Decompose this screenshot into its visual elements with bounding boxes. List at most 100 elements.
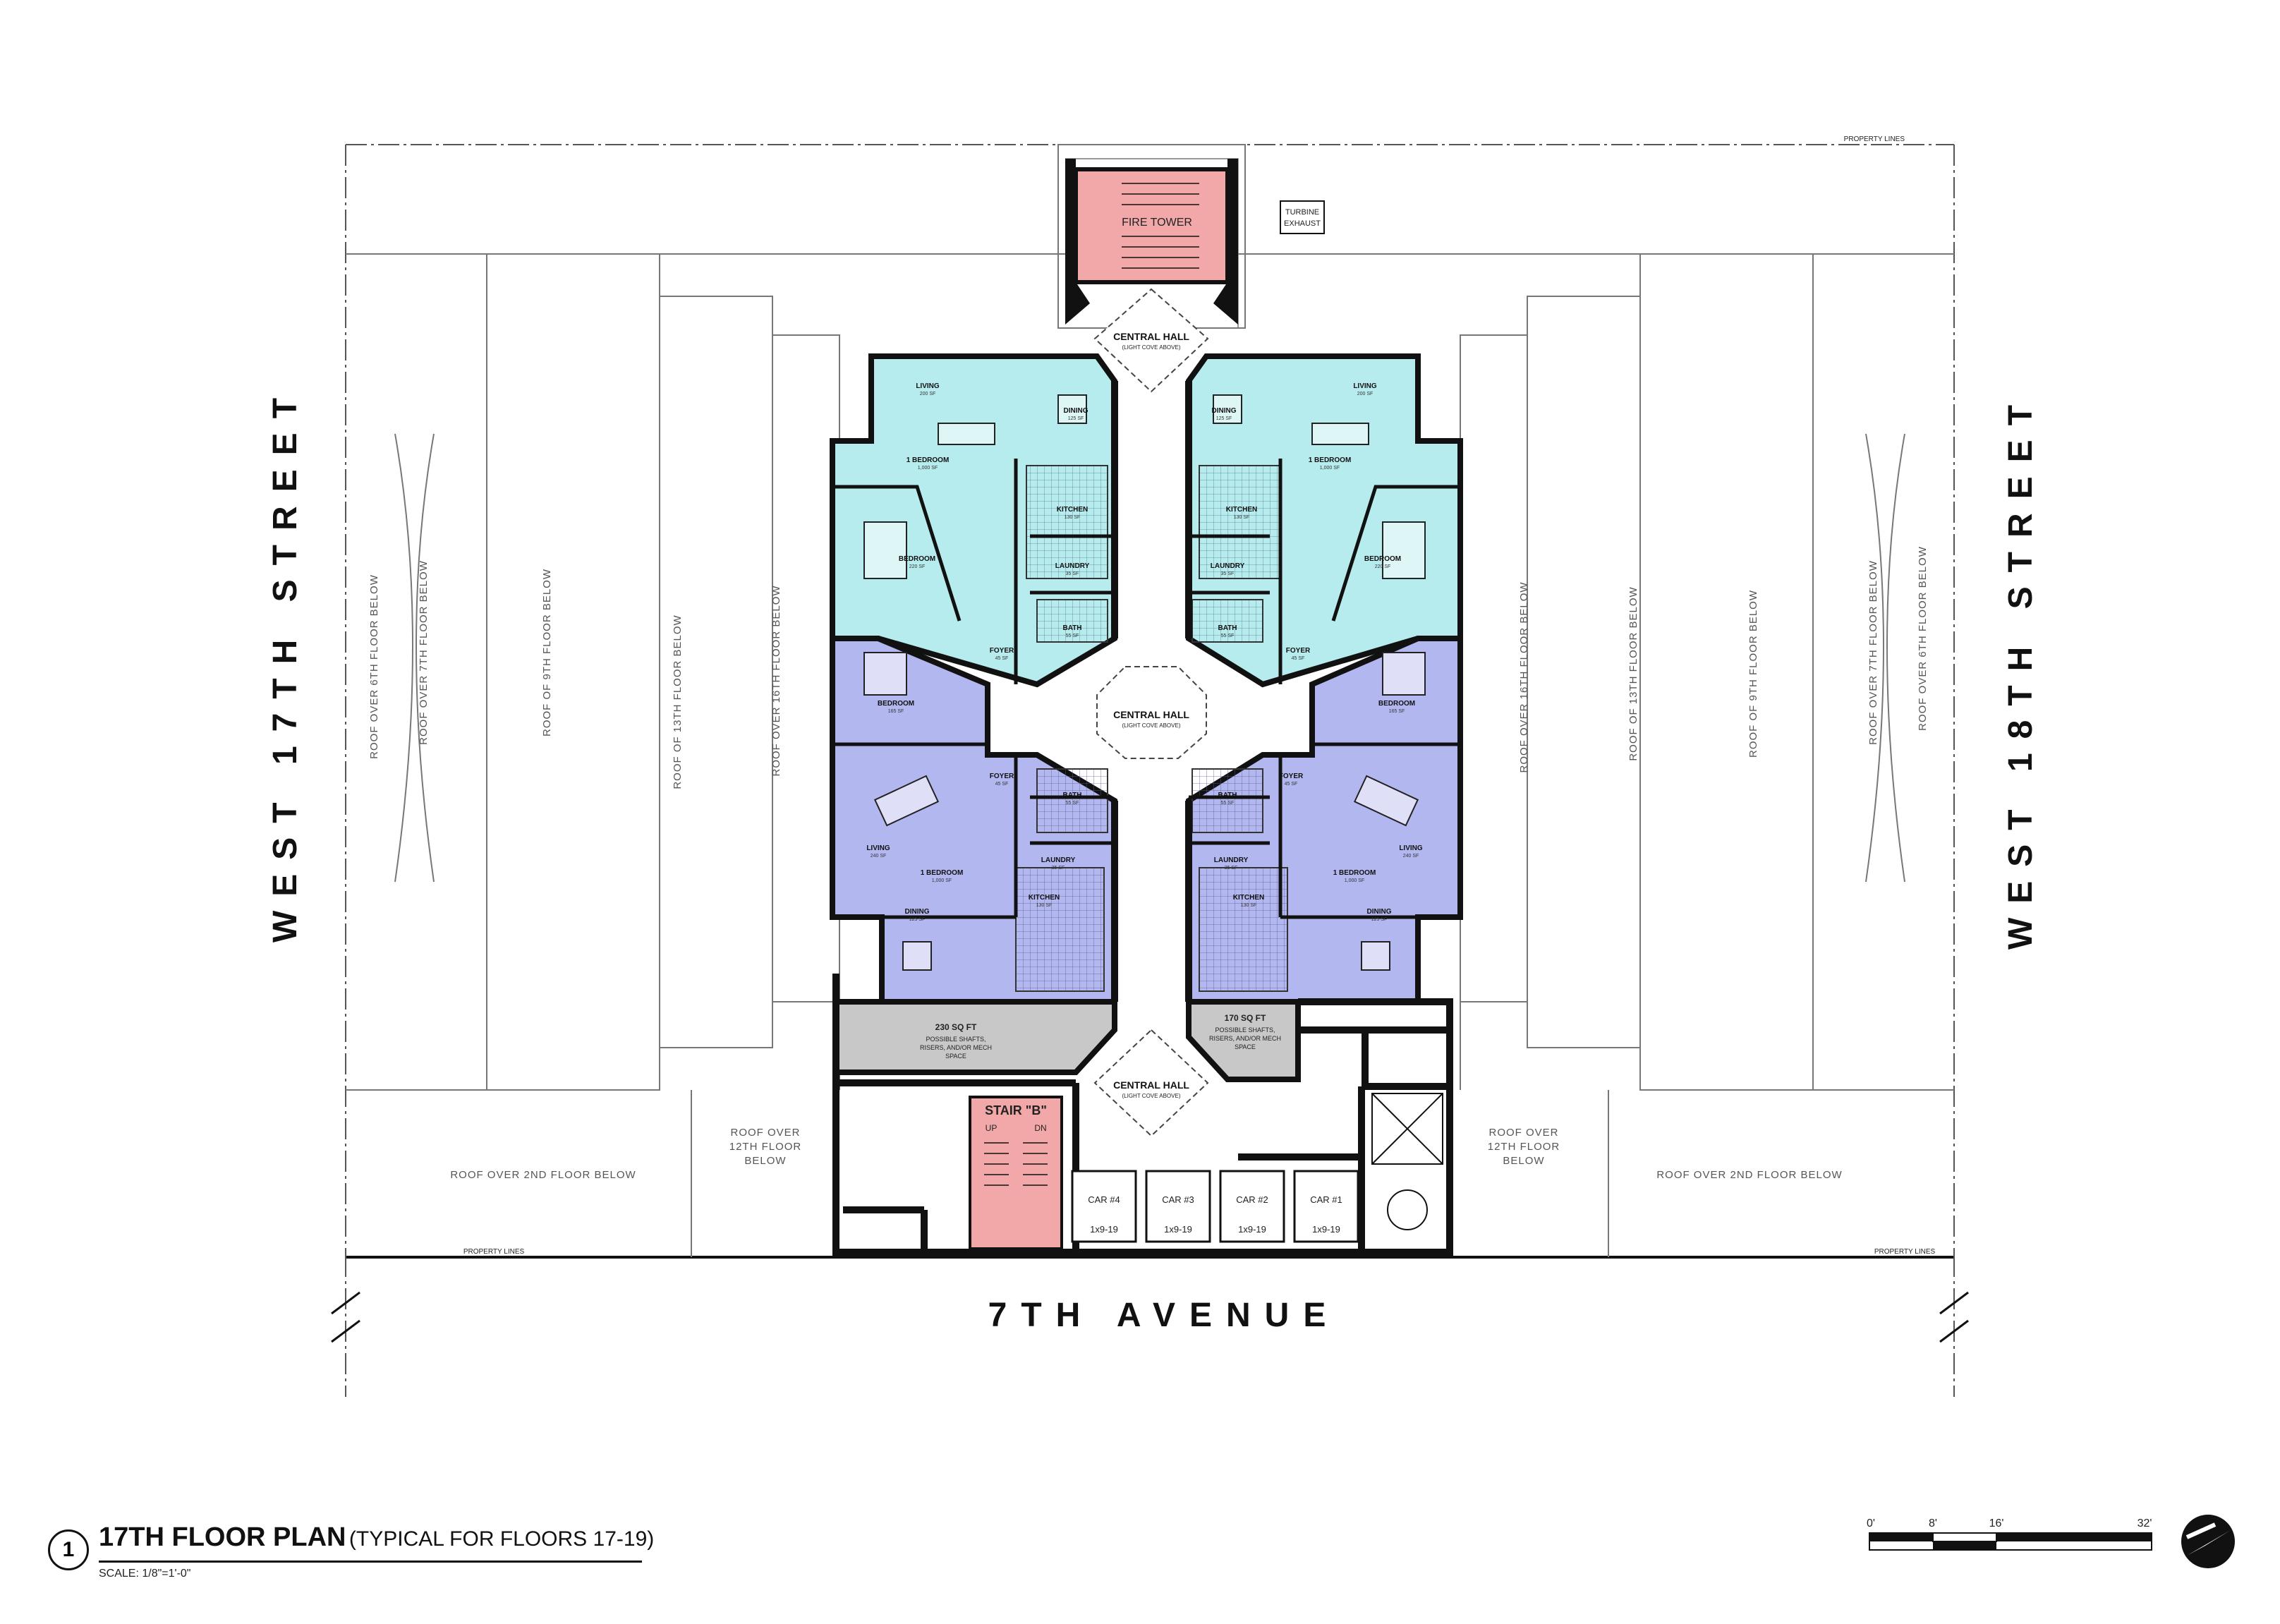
room-labels-top-right: LIVING 200 SF DINING 125 SF 1 BEDROOM 1,… xyxy=(1211,382,1401,661)
svg-text:LIVING: LIVING xyxy=(1353,382,1377,390)
roof-label-over-2nd-left: ROOF OVER 2ND FLOOR BELOW xyxy=(450,1169,636,1181)
furniture xyxy=(863,394,1426,579)
svg-text:165 SF: 165 SF xyxy=(1389,709,1405,714)
svg-text:RISERS, AND/OR MECH: RISERS, AND/OR MECH xyxy=(920,1044,992,1051)
svg-text:8': 8' xyxy=(1929,1517,1937,1529)
svg-text:CAR #4: CAR #4 xyxy=(1088,1194,1120,1205)
svg-text:BELOW: BELOW xyxy=(744,1155,786,1167)
svg-text:1x9-19: 1x9-19 xyxy=(1090,1224,1118,1235)
core-walls-bottom xyxy=(832,974,1453,1256)
room-labels-bottom-left: BEDROOM 165 SF FOYER 45 SF BATH 55 SF LI… xyxy=(866,700,1081,922)
svg-text:125 SF: 125 SF xyxy=(909,917,926,922)
svg-text:FOYER: FOYER xyxy=(990,647,1014,655)
svg-text:35 SF: 35 SF xyxy=(1066,571,1079,576)
svg-text:1x9-19: 1x9-19 xyxy=(1312,1224,1340,1235)
svg-text:KITCHEN: KITCHEN xyxy=(1057,506,1088,514)
street-label-left: WEST 17TH STREET xyxy=(267,384,304,943)
central-hall-middle-note: (LIGHT COVE ABOVE) xyxy=(1122,722,1181,729)
roof-label-over-6th-right: ROOF OVER 6TH FLOOR BELOW xyxy=(1917,546,1929,731)
svg-text:125 SF: 125 SF xyxy=(1068,416,1084,421)
svg-text:FOYER: FOYER xyxy=(1279,772,1304,780)
svg-text:CAR #1: CAR #1 xyxy=(1310,1194,1342,1205)
property-lines-label-right: PROPERTY LINES xyxy=(1874,1248,1936,1256)
svg-text:1,000 SF: 1,000 SF xyxy=(932,878,952,883)
svg-text:BEDROOM: BEDROOM xyxy=(1378,700,1415,708)
title-underline xyxy=(99,1561,642,1563)
elevator-car-3: CAR #3 1x9-19 xyxy=(1145,1170,1211,1243)
roof-label-over-2nd-right: ROOF OVER 2ND FLOOR BELOW xyxy=(1656,1169,1842,1181)
svg-text:130 SF: 130 SF xyxy=(1241,903,1257,908)
svg-text:240 SF: 240 SF xyxy=(1403,854,1419,859)
svg-text:1 BEDROOM: 1 BEDROOM xyxy=(1309,456,1352,464)
interior-walls xyxy=(832,459,1460,919)
svg-text:0': 0' xyxy=(1867,1517,1875,1529)
central-hall-middle-label: CENTRAL HALL xyxy=(1113,709,1189,720)
svg-text:45 SF: 45 SF xyxy=(1292,656,1305,661)
freight-shaft xyxy=(1371,1093,1443,1230)
mech-shaft-right-area: 170 SQ FT xyxy=(1225,1013,1266,1023)
stair-dn-label: DN xyxy=(1034,1123,1046,1133)
svg-text:1,000 SF: 1,000 SF xyxy=(918,466,938,471)
svg-text:LIVING: LIVING xyxy=(1399,844,1423,852)
roof-label-over-7th-left: ROOF OVER 7TH FLOOR BELOW xyxy=(418,560,430,745)
drawing-title-main: 17TH FLOOR PLAN xyxy=(99,1522,346,1552)
svg-text:CAR #3: CAR #3 xyxy=(1162,1194,1194,1205)
svg-text:SPACE: SPACE xyxy=(1235,1043,1256,1050)
room-labels-top-left: LIVING 200 SF DINING 125 SF 1 BEDROOM 1,… xyxy=(899,382,1090,661)
svg-text:POSSIBLE SHAFTS,: POSSIBLE SHAFTS, xyxy=(1215,1026,1275,1034)
svg-text:12TH FLOOR: 12TH FLOOR xyxy=(729,1141,802,1153)
svg-text:12TH FLOOR: 12TH FLOOR xyxy=(1488,1141,1560,1153)
svg-text:LIVING: LIVING xyxy=(866,844,890,852)
scale-bar: 0' 8' 16' 32' xyxy=(1867,1517,2152,1551)
svg-text:LAUNDRY: LAUNDRY xyxy=(1214,856,1249,864)
view-number-badge: 1 xyxy=(48,1529,89,1570)
street-label-bottom: 7TH AVENUE xyxy=(988,1297,1340,1334)
central-hall-top-note: (LIGHT COVE ABOVE) xyxy=(1122,344,1181,351)
svg-text:BEDROOM: BEDROOM xyxy=(1364,555,1401,563)
svg-text:35 SF: 35 SF xyxy=(1221,571,1235,576)
svg-text:55 SF: 55 SF xyxy=(1221,801,1235,806)
svg-text:165 SF: 165 SF xyxy=(888,709,904,714)
svg-text:240 SF: 240 SF xyxy=(871,854,887,859)
central-hall-bottom-note: (LIGHT COVE ABOVE) xyxy=(1122,1093,1181,1099)
svg-text:BATH: BATH xyxy=(1062,792,1081,799)
svg-text:35 SF: 35 SF xyxy=(1225,866,1238,871)
svg-text:55 SF: 55 SF xyxy=(1066,634,1079,638)
svg-text:POSSIBLE SHAFTS,: POSSIBLE SHAFTS, xyxy=(926,1036,986,1043)
svg-text:130 SF: 130 SF xyxy=(1065,515,1081,520)
property-lines-label-left: PROPERTY LINES xyxy=(463,1248,525,1256)
svg-text:FOYER: FOYER xyxy=(990,772,1014,780)
svg-text:KITCHEN: KITCHEN xyxy=(1233,894,1264,902)
svg-text:EXHAUST: EXHAUST xyxy=(1284,219,1321,228)
stair-b-label: STAIR "B" xyxy=(985,1103,1047,1117)
svg-text:55 SF: 55 SF xyxy=(1221,634,1235,638)
fire-tower xyxy=(1074,167,1230,284)
street-label-right: WEST 18TH STREET xyxy=(2002,391,2039,950)
svg-text:32': 32' xyxy=(2138,1517,2152,1529)
svg-text:35 SF: 35 SF xyxy=(1052,866,1065,871)
svg-text:200 SF: 200 SF xyxy=(920,392,936,396)
drawing-title: 17TH FLOOR PLAN (TYPICAL FOR FLOORS 17-1… xyxy=(99,1522,654,1553)
svg-text:55 SF: 55 SF xyxy=(1066,801,1079,806)
roof-label-over-6th-left: ROOF OVER 6TH FLOOR BELOW xyxy=(368,574,380,759)
roof-label-over-16th-right: ROOF OVER 16TH FLOOR BELOW xyxy=(1518,581,1530,772)
central-hall-bottom-label: CENTRAL HALL xyxy=(1113,1079,1189,1091)
svg-text:125 SF: 125 SF xyxy=(1371,917,1388,922)
elevator-bank: CAR #4 1x9-19 CAR #3 1x9-19 CAR #2 1x9-1… xyxy=(1071,1170,1359,1243)
svg-text:LIVING: LIVING xyxy=(916,382,940,390)
svg-text:ROOF OVER: ROOF OVER xyxy=(730,1127,800,1139)
mech-shaft-right xyxy=(1186,999,1301,1082)
corridor-walls xyxy=(1111,381,1192,1002)
turbine-exhaust xyxy=(1280,200,1325,234)
roof-label-over-12th-left: ROOF OVER 12TH FLOOR BELOW xyxy=(729,1127,802,1167)
property-lines-label-top: PROPERTY LINES xyxy=(1844,135,1905,143)
svg-text:BATH: BATH xyxy=(1062,624,1081,632)
svg-text:BELOW: BELOW xyxy=(1503,1155,1544,1167)
svg-text:200 SF: 200 SF xyxy=(1357,392,1374,396)
svg-text:220 SF: 220 SF xyxy=(909,564,926,569)
svg-text:BEDROOM: BEDROOM xyxy=(899,555,935,563)
elevator-car-2: CAR #2 1x9-19 xyxy=(1219,1170,1285,1243)
svg-text:130 SF: 130 SF xyxy=(1036,903,1053,908)
elevator-car-4: CAR #4 1x9-19 xyxy=(1071,1170,1137,1243)
